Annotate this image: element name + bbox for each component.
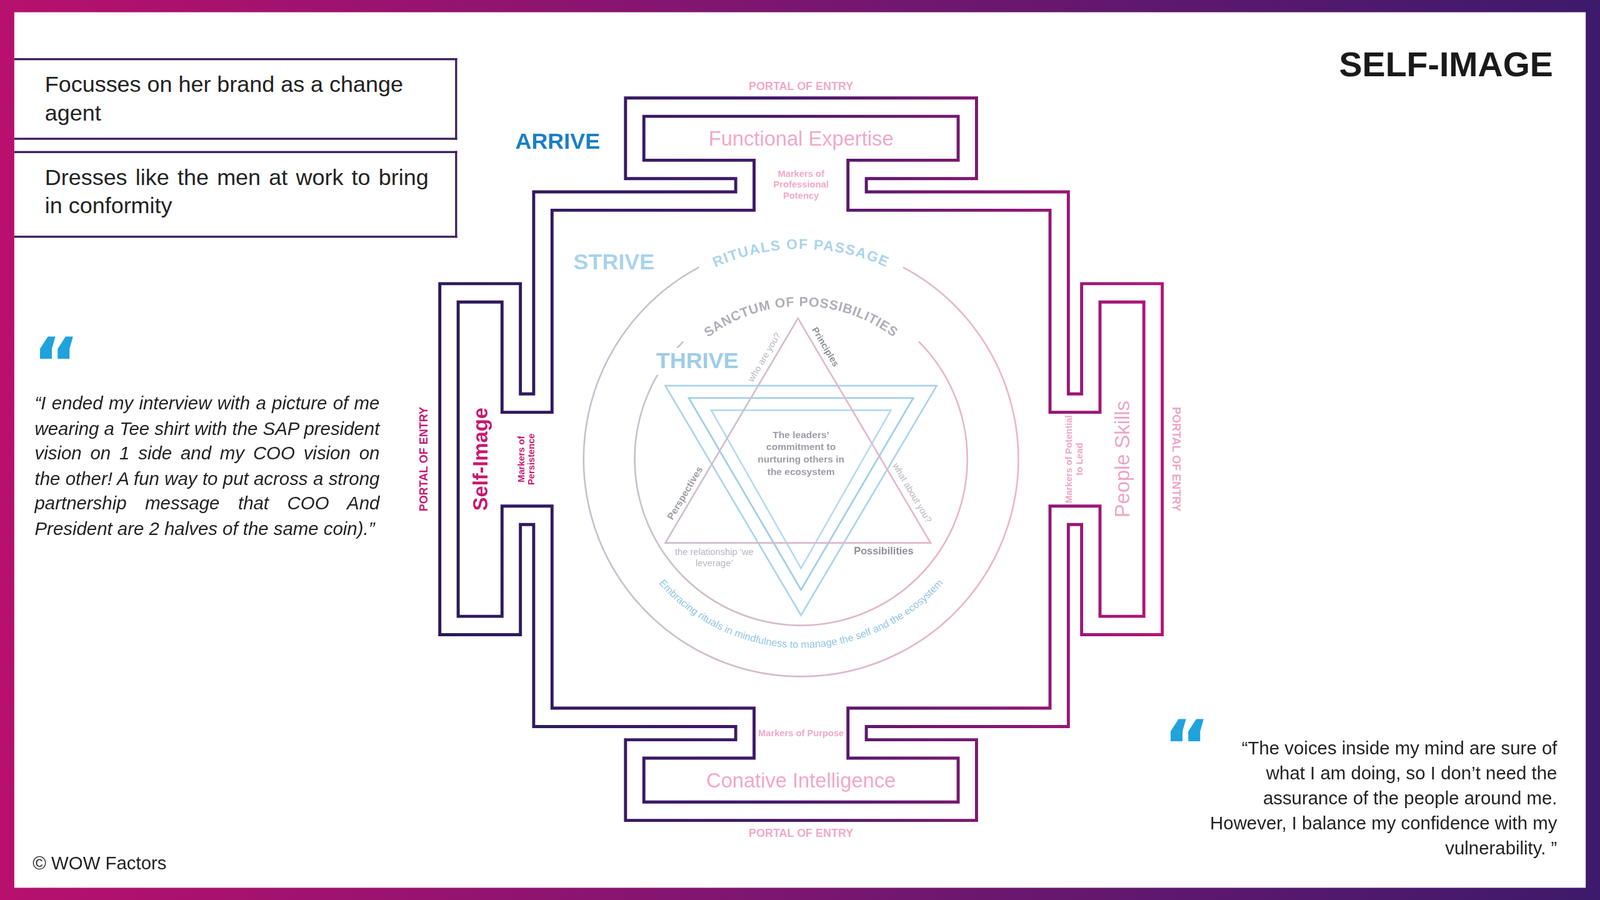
- outer-circle: [583, 267, 1019, 677]
- label: Markers of Persistence: [516, 414, 538, 505]
- curved-label: Embracing rituals in mindfulness to mana…: [657, 576, 945, 650]
- label: the relationship ‘we leverage’: [665, 546, 763, 569]
- gate-box: Self-Image: [458, 301, 502, 617]
- sanctum-circle: [635, 341, 968, 625]
- yantra-outer-line: [440, 98, 1163, 821]
- label: PORTAL OF ENTRY: [417, 406, 430, 512]
- label: Markers of Purpose: [756, 728, 847, 739]
- label: “: [1163, 711, 1210, 783]
- yantra-inner-line: [458, 116, 1144, 802]
- label: STRIVE: [573, 248, 655, 275]
- label: Markers of Professional Potency: [756, 168, 847, 201]
- gate-box: Conative Intelligence: [643, 758, 959, 802]
- curved-label: SANCTUM OF POSSIBILITIES: [701, 294, 902, 340]
- label: Markers of Potential to Lead: [1063, 414, 1085, 505]
- label: “I ended my interview with a picture of …: [35, 390, 380, 541]
- label: THRIVE: [653, 348, 742, 375]
- label: “: [32, 328, 80, 400]
- node-text: Self-Image: [468, 407, 492, 511]
- down-triangle: [665, 385, 937, 615]
- label: PORTAL OF ENTRY: [748, 79, 854, 92]
- title: SELF-IMAGE: [1122, 45, 1554, 85]
- node-text: Dresses like the men at work to bring in…: [14, 153, 455, 231]
- label: © WOW Factors: [32, 853, 167, 875]
- node-text: People Skills: [1110, 400, 1134, 518]
- label: PORTAL OF ENTRY: [1170, 406, 1184, 512]
- label: Possibilities: [853, 545, 914, 557]
- gate-box: People Skills: [1100, 301, 1144, 617]
- node-text: Conative Intelligence: [706, 768, 896, 792]
- text-box: Dresses like the men at work to bring in…: [14, 151, 458, 239]
- down-triangle: [711, 410, 891, 569]
- text-box: Focusses on her brand as a change agent: [14, 58, 458, 140]
- label: “The voices inside my mind are sure of w…: [1205, 735, 1557, 861]
- gate-box: Functional Expertise: [643, 116, 959, 160]
- label: ARRIVE: [515, 128, 600, 155]
- label: PORTAL OF ENTRY: [748, 826, 854, 839]
- label: The leaders’ commitment to nurturing oth…: [750, 428, 852, 478]
- node-text: Focusses on her brand as a change agent: [14, 60, 455, 138]
- node-text: Functional Expertise: [708, 126, 894, 150]
- curved-label: RITUALS OF PASSAGE: [710, 235, 892, 270]
